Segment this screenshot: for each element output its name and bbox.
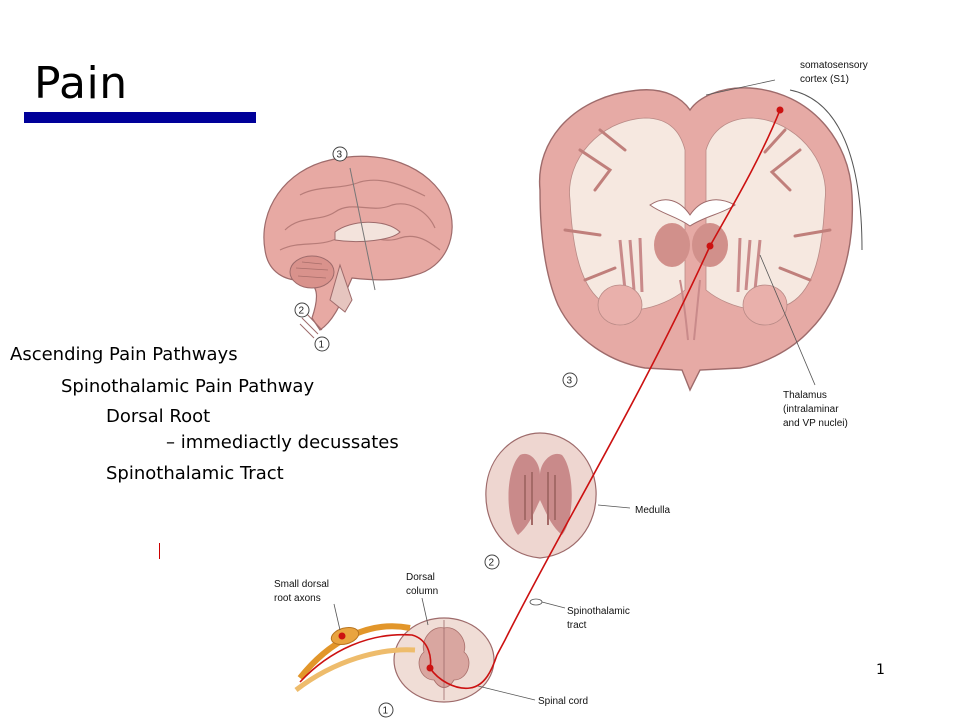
text-cursor — [159, 543, 160, 559]
step-marker-1-sagittal: 1 — [319, 340, 325, 351]
label-thalamus: Thalamus — [783, 390, 827, 401]
label-small-dorsal: Small dorsal — [274, 579, 329, 590]
slide-number: 1 — [876, 662, 885, 678]
diagram-labels: somatosensory cortex (S1) Thalamus (intr… — [274, 60, 868, 707]
coronal-brain-illustration — [538, 79, 863, 392]
label-intralaminar: (intralaminar — [783, 404, 839, 415]
spinal-cord-illustration — [294, 597, 536, 703]
label-column: column — [406, 586, 438, 597]
label-spinal-cord: Spinal cord — [538, 696, 588, 707]
label-tract: tract — [567, 620, 587, 631]
step-markers: 3 2 1 3 2 1 — [294, 146, 578, 718]
label-medulla: Medulla — [635, 505, 670, 516]
spinothalamic-pathway-line — [299, 106, 784, 690]
label-somatosensory: somatosensory — [800, 60, 868, 71]
sagittal-brain-illustration — [263, 155, 453, 339]
medulla-illustration — [485, 432, 631, 559]
slide-title: Pain — [34, 58, 128, 109]
label-cortex-s1: cortex (S1) — [800, 74, 849, 85]
label-spinothalamic: Spinothalamic — [567, 606, 630, 617]
step-marker-3-coronal: 3 — [567, 376, 573, 387]
step-marker-2-medulla: 2 — [489, 558, 495, 569]
label-dorsal: Dorsal — [406, 572, 435, 583]
label-root-axons: root axons — [274, 593, 321, 604]
label-vp-nuclei: and VP nuclei) — [783, 418, 848, 429]
step-marker-3-sagittal: 3 — [337, 150, 343, 161]
step-marker-1-spinal: 1 — [383, 706, 389, 717]
title-underline-bar — [24, 112, 256, 123]
step-marker-2-sagittal: 2 — [299, 306, 305, 317]
